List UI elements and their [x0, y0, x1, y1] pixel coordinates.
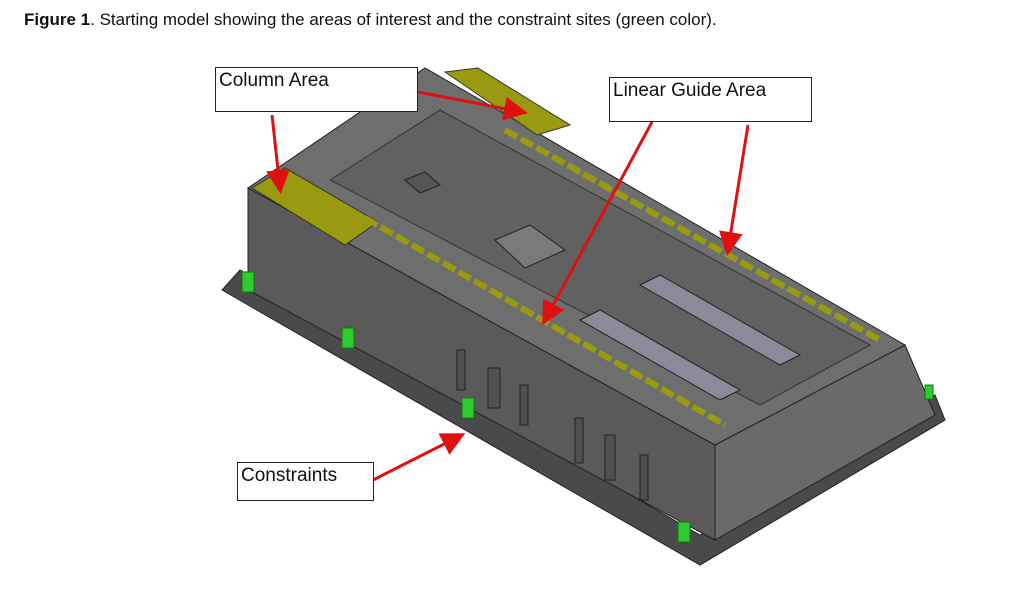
arrow-constraints	[372, 433, 466, 482]
arrows	[266, 90, 750, 482]
figure-caption: Figure 1. Starting model showing the are…	[24, 10, 717, 30]
block	[578, 309, 742, 401]
constraint-icon	[924, 384, 934, 400]
front-ribs	[456, 349, 649, 501]
block	[494, 224, 566, 269]
arrow-guide-back	[718, 124, 750, 256]
constraint-markers	[241, 271, 934, 543]
base-flange	[221, 269, 946, 566]
constraint-icon	[461, 397, 475, 419]
block	[404, 171, 441, 194]
column-area-label: Column Area	[215, 67, 418, 112]
arrow-column-front	[266, 114, 290, 194]
constraint-icon	[241, 271, 255, 293]
constraint-icon	[341, 327, 355, 349]
caption-text: . Starting model showing the areas of in…	[90, 10, 717, 29]
constraint-icon	[677, 521, 691, 543]
arrow-guide-front	[542, 121, 654, 326]
arrow-column-back	[417, 90, 528, 121]
block	[638, 274, 802, 366]
linear-guide-area-label: Linear Guide Area	[609, 77, 812, 122]
constraints-label: Constraints	[237, 462, 374, 501]
figure-label: Figure 1	[24, 10, 91, 29]
